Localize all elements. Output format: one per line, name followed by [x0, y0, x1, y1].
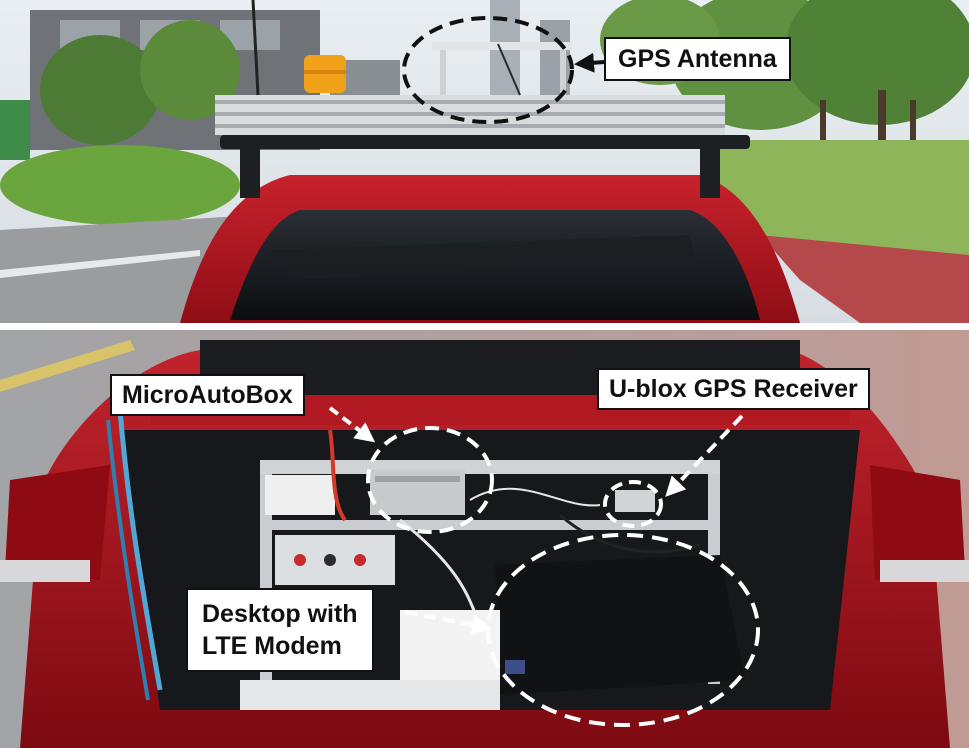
photo-car-trunk	[0, 330, 969, 748]
desktop-label-line2: LTE Modem	[202, 632, 342, 660]
microautobox-label-text: MicroAutoBox	[122, 381, 293, 409]
desktop-label-line1: Desktop with	[202, 600, 358, 628]
desktop-arrow	[404, 610, 492, 635]
microautobox-label: MicroAutoBox	[110, 374, 305, 416]
desktop-label: Desktop with LTE Modem	[186, 588, 374, 672]
microautobox-marker	[366, 426, 494, 534]
microautobox-arrow	[328, 406, 376, 443]
gps-antenna-label-text: GPS Antenna	[618, 45, 777, 73]
gps-antenna-arrow	[574, 52, 605, 73]
ublox-receiver-label-text: U-blox GPS Receiver	[609, 375, 858, 403]
ublox-receiver-marker	[603, 480, 663, 528]
gps-antenna-marker	[402, 16, 574, 124]
ublox-receiver-label: U-blox GPS Receiver	[597, 368, 870, 410]
desktop-marker	[486, 533, 760, 727]
ublox-receiver-arrow	[665, 414, 744, 497]
gps-antenna-label: GPS Antenna	[604, 37, 791, 81]
